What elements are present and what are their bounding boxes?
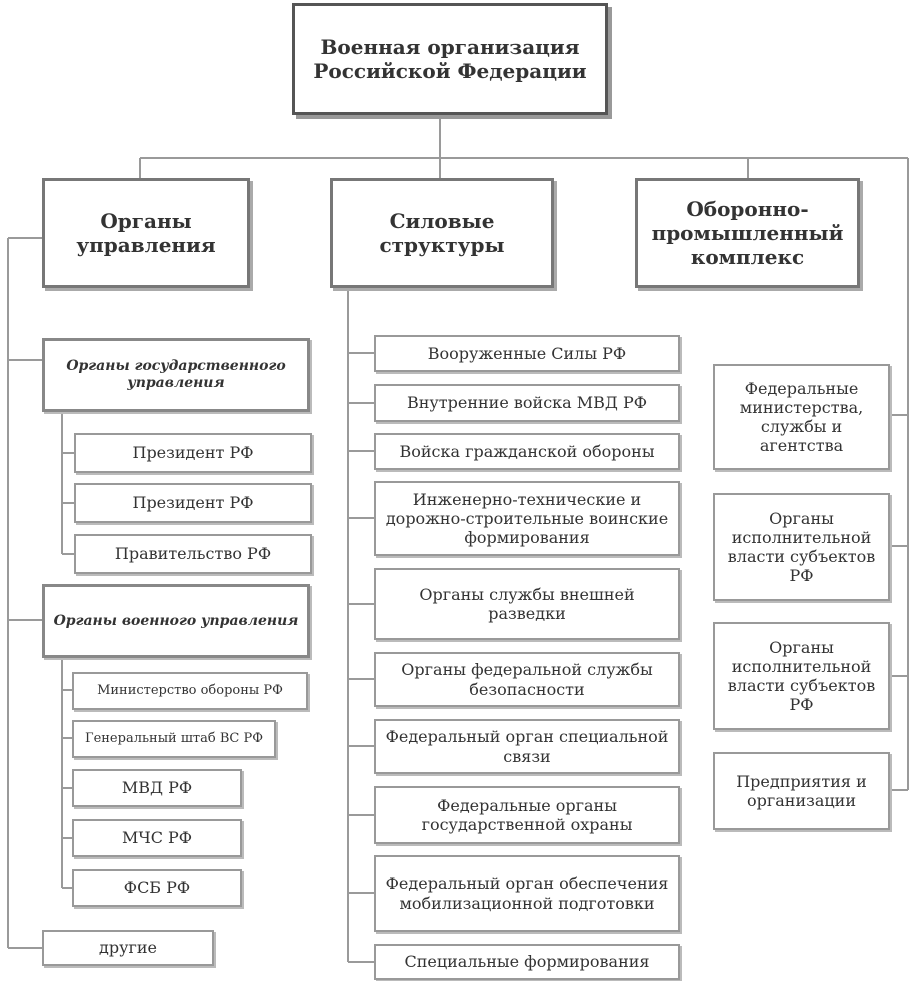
node-engineering-formations: Инженерно-технические и дорожно-строител… — [374, 481, 680, 556]
node-president-2: Президент РФ — [74, 483, 312, 523]
group-military-administration: Органы военного управления — [42, 584, 310, 658]
node-mchs: МЧС РФ — [72, 819, 242, 857]
node-armed-forces: Вооруженные Силы РФ — [374, 335, 680, 372]
node-mvd: МВД РФ — [72, 769, 242, 807]
root-node: Военная организация Российской Федерации — [292, 3, 608, 115]
node-fsb: ФСБ РФ — [72, 869, 242, 907]
node-regional-executive-2: Органы исполнительной власти субъектов Р… — [713, 622, 890, 730]
node-ministry-defense: Министерство обороны РФ — [72, 672, 308, 710]
node-government: Правительство РФ — [74, 534, 312, 574]
node-enterprises: Предприятия и организации — [713, 752, 890, 830]
node-mobilization-training: Федеральный орган обеспечения мобилизаци… — [374, 855, 680, 932]
node-president-1: Президент РФ — [74, 433, 312, 473]
node-others: другие — [42, 930, 214, 966]
node-special-communications: Федеральный орган специальной связи — [374, 719, 680, 774]
branch-power-structures: Силовые структуры — [330, 178, 554, 288]
node-special-formations: Специальные формирования — [374, 944, 680, 980]
node-general-staff: Генеральный штаб ВС РФ — [72, 720, 276, 758]
branch-management-bodies: Органы управления — [42, 178, 250, 288]
group-state-administration: Органы государственного управления — [42, 338, 310, 412]
node-federal-ministries: Федеральные министерства, службы и агент… — [713, 364, 890, 470]
node-foreign-intelligence: Органы службы внешней разведки — [374, 568, 680, 640]
node-internal-troops: Внутренние войска МВД РФ — [374, 384, 680, 422]
node-state-protection: Федеральные органы государственной охран… — [374, 786, 680, 844]
node-regional-executive-1: Органы исполнительной власти субъектов Р… — [713, 493, 890, 601]
node-civil-defense: Войска гражданской обороны — [374, 433, 680, 470]
node-security-service: Органы федеральной службы безопасности — [374, 652, 680, 707]
branch-defense-industry: Оборонно-промышленный комплекс — [635, 178, 860, 288]
